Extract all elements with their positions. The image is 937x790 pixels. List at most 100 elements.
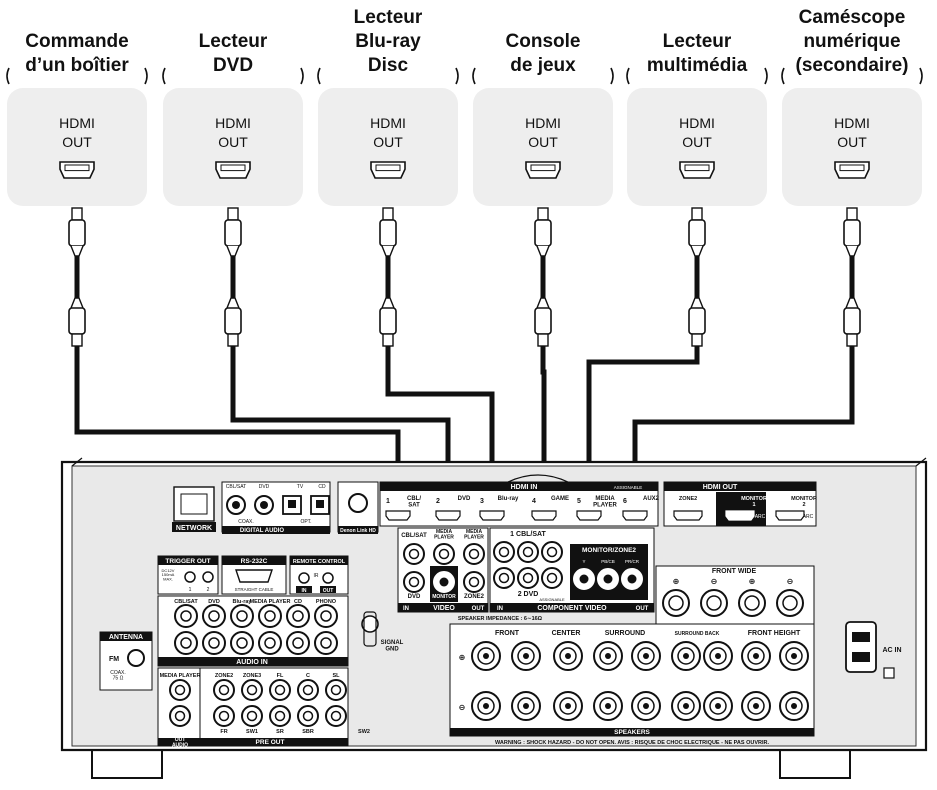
arc-label: ARC [803,514,814,520]
hdmi-out-label: HDMI OUT [318,114,458,152]
hdmi-input-name: CBL/SAT [407,496,421,508]
preout-jack-center [174,710,186,722]
plug-body [688,307,706,335]
speaker-terminal-core [791,653,797,659]
device-title-line: Disc [367,55,409,76]
trigger-label: TRIGGER OUT [165,558,210,565]
preout-bottom-label: SW1 [246,729,258,735]
plug-body [224,219,242,247]
preout-jack-center [246,710,258,722]
device-box-3 [318,88,458,206]
plug-body [379,219,397,247]
device-box-4 [473,88,613,206]
cable-plug-top [379,207,397,257]
speaker-terminal-core [523,653,529,659]
hdmi-in-port [385,510,411,521]
component-out-jack-center [603,574,613,584]
component-out: OUT [636,606,649,612]
denon-link-label: Denon Link HD [340,528,376,534]
component-assignable: ASSIGNABLE [539,597,565,602]
device-title-line: Lecteur [198,31,268,52]
hdmi-port-outline [525,161,561,179]
component-title: COMPONENT VIDEO [537,605,607,612]
bracket-right [455,67,459,85]
network-jack-inner [180,493,208,515]
plug-body [224,307,242,335]
preout-label: ZONE2 [215,673,233,679]
preout-label: C [306,673,310,679]
preout-jack-center [330,710,342,722]
hdmi-out-label-line: HDMI [370,115,406,131]
rs232-bar [222,556,286,565]
hdmi-port-outline [215,161,251,179]
hdmi-in-port [479,510,505,521]
hdmi-out-label-line: OUT [373,134,403,150]
speaker-group-label: FRONT [495,630,520,637]
fm-coax-label: COAX.75 Ω [110,670,126,681]
component-color-label: Y [582,559,585,564]
preout-bottom-label: FR [220,729,227,735]
hdmi-out-label-line: OUT [528,134,558,150]
hdmi-port-inner [530,164,556,172]
speaker-group-label: SURROUND [605,630,645,637]
speaker-terminal-core [483,653,489,659]
arc-label: ARC [755,514,766,520]
preout-jack-center [174,684,186,696]
device-box-2 [163,88,303,206]
cable-plug-top [534,207,552,257]
video-in: IN [403,606,409,612]
video-label: MONITOR [432,594,456,600]
cable-plug-bottom [688,297,706,347]
rs232-port [235,569,273,583]
bracket-left [781,67,785,85]
preout-jack-center [274,710,286,722]
hdmi-port-inner [220,164,246,172]
plug-tip [846,207,858,221]
audio-jack-center [208,610,220,622]
top-bracket [507,474,569,483]
ir-label: IR [314,573,319,579]
foot-right [779,747,851,779]
trigger-num: 1 [189,587,192,593]
polarity-mark: ⊖ [459,703,466,712]
hdmi-in-port [622,510,648,521]
hdmi-in-port [576,510,602,521]
bracket-left [162,67,166,85]
speaker-terminal-core [683,653,689,659]
bracket-right [919,67,923,85]
plug-neck [381,245,395,257]
component-bar [490,603,654,612]
speaker-terminal-core [643,703,649,709]
hdmi-port-icon [525,161,561,179]
preout-jack-center [330,684,342,696]
optical-jack-center [316,500,324,508]
rca-jack-center [438,548,450,560]
cable-plug-top [843,207,861,257]
monitor-zone2-label: MONITOR/ZONE2 [582,547,636,554]
plug-tip [537,333,549,347]
device-title-line: numérique [803,31,901,52]
trigger-jack [202,571,214,583]
hdmi-out-label-line: OUT [218,134,248,150]
remote-label: REMOTE CONTROL [293,559,346,565]
device-title-line: DVD [212,55,254,76]
trigger-jack [184,571,196,583]
device-title-line: Lecteur [353,7,423,28]
component-jack-center [498,546,510,558]
digital-input-label: CBL/SAT [226,484,246,490]
remote-in: IN [302,588,307,594]
speaker-group-label: CENTER [552,630,581,637]
plug-body [68,307,86,335]
hdmi-in-port [435,510,461,521]
plug-tip [382,333,394,347]
speaker-group-label: SURROUND BACK [675,631,720,637]
audio-jack-center [236,610,248,622]
opt-label: OPT. [300,519,311,525]
plug-tip [227,207,239,221]
device-title-line: Commande [25,31,129,52]
